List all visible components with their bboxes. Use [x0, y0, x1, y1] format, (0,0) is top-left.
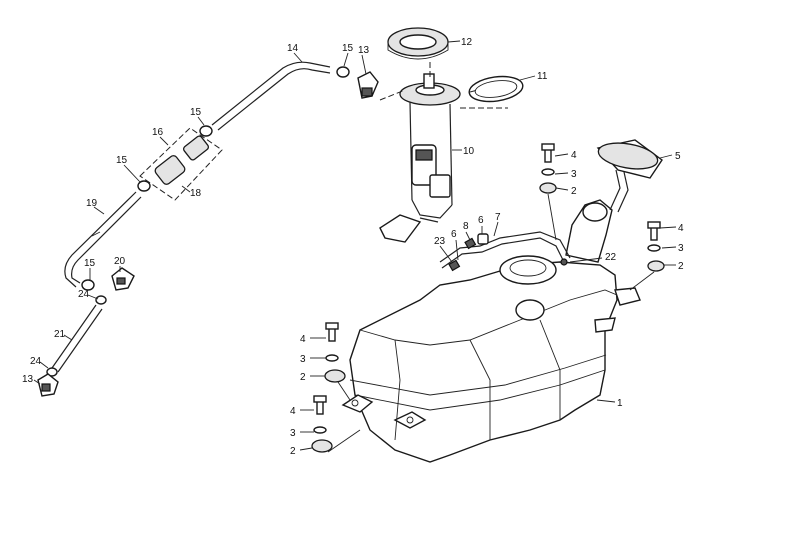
- callout-12: 12: [461, 37, 473, 48]
- lock-ring: [387, 27, 449, 60]
- callout-15-top: 15: [342, 43, 354, 54]
- clamp-24-lower: [46, 367, 58, 377]
- callout-4-top: 4: [571, 150, 577, 161]
- callout-19: 19: [86, 198, 98, 209]
- callout-11: 11: [537, 71, 548, 82]
- filler-cap: [596, 139, 663, 213]
- callout-13-lower: 13: [22, 374, 34, 385]
- callout-7: 7: [495, 212, 501, 223]
- callout-3-left-lower: 3: [290, 428, 296, 439]
- mount-stack-right: [629, 221, 665, 291]
- callout-13-top: 13: [358, 45, 370, 56]
- clamp-15-left: [137, 180, 151, 192]
- clamp-24-upper: [95, 295, 107, 305]
- callout-8: 8: [463, 221, 469, 232]
- vent-fittings: [439, 231, 571, 272]
- fuel-filter-18: [154, 135, 210, 185]
- leader-lines: [33, 40, 677, 451]
- connector-20: [111, 267, 135, 291]
- gasket: [468, 75, 524, 103]
- mount-stack-top: [539, 143, 557, 241]
- callout-3-right: 3: [678, 243, 684, 254]
- callout-15-left: 15: [116, 155, 128, 166]
- callout-22: 22: [605, 252, 617, 263]
- callout-5: 5: [675, 151, 681, 162]
- callout-3-top: 3: [571, 169, 577, 180]
- clamp-15-lower: [81, 279, 95, 291]
- callout-3-left-upper: 3: [300, 354, 306, 365]
- callout-4-right: 4: [678, 223, 684, 234]
- callout-24-lower: 24: [30, 356, 42, 367]
- clamp-15-top: [336, 66, 350, 78]
- fuel-hose-19: [64, 191, 142, 288]
- callout-2-right: 2: [678, 261, 684, 272]
- callout-6-right: 6: [478, 215, 484, 226]
- mount-stack-left-upper: [324, 322, 351, 401]
- callout-4-left-lower: 4: [290, 406, 296, 417]
- elbow-13-top: [357, 71, 379, 99]
- callout-2-left-upper: 2: [300, 372, 306, 383]
- fuel-tank: [341, 199, 641, 463]
- callout-10: 10: [463, 146, 475, 157]
- fuel-pump-assembly: [379, 73, 461, 243]
- callout-18: 18: [190, 188, 202, 199]
- fuel-hose-21: [51, 304, 103, 373]
- callout-4-left-upper: 4: [300, 334, 306, 345]
- callout-15-mid: 15: [190, 107, 202, 118]
- callout-23: 23: [434, 236, 446, 247]
- mount-stack-left-lower: [311, 395, 361, 453]
- clamp-15-mid: [199, 125, 213, 137]
- callout-21: 21: [54, 329, 66, 340]
- callout-16: 16: [152, 127, 164, 138]
- callout-1: 1: [617, 398, 623, 409]
- callout-24-upper: 24: [78, 289, 90, 300]
- fuel-hose-14: [211, 61, 331, 131]
- callout-6-left: 6: [451, 229, 457, 240]
- callout-2-top: 2: [571, 186, 577, 197]
- callout-20: 20: [114, 256, 126, 267]
- elbow-13-lower: [37, 373, 59, 397]
- callout-2-left-lower: 2: [290, 446, 296, 457]
- callout-15-lower: 15: [84, 258, 96, 269]
- callout-14: 14: [287, 43, 299, 54]
- callout-labels: 1 4 3 2 5 4 3 2 4 3 2 4 3 2 10 11 12 14 …: [22, 37, 684, 457]
